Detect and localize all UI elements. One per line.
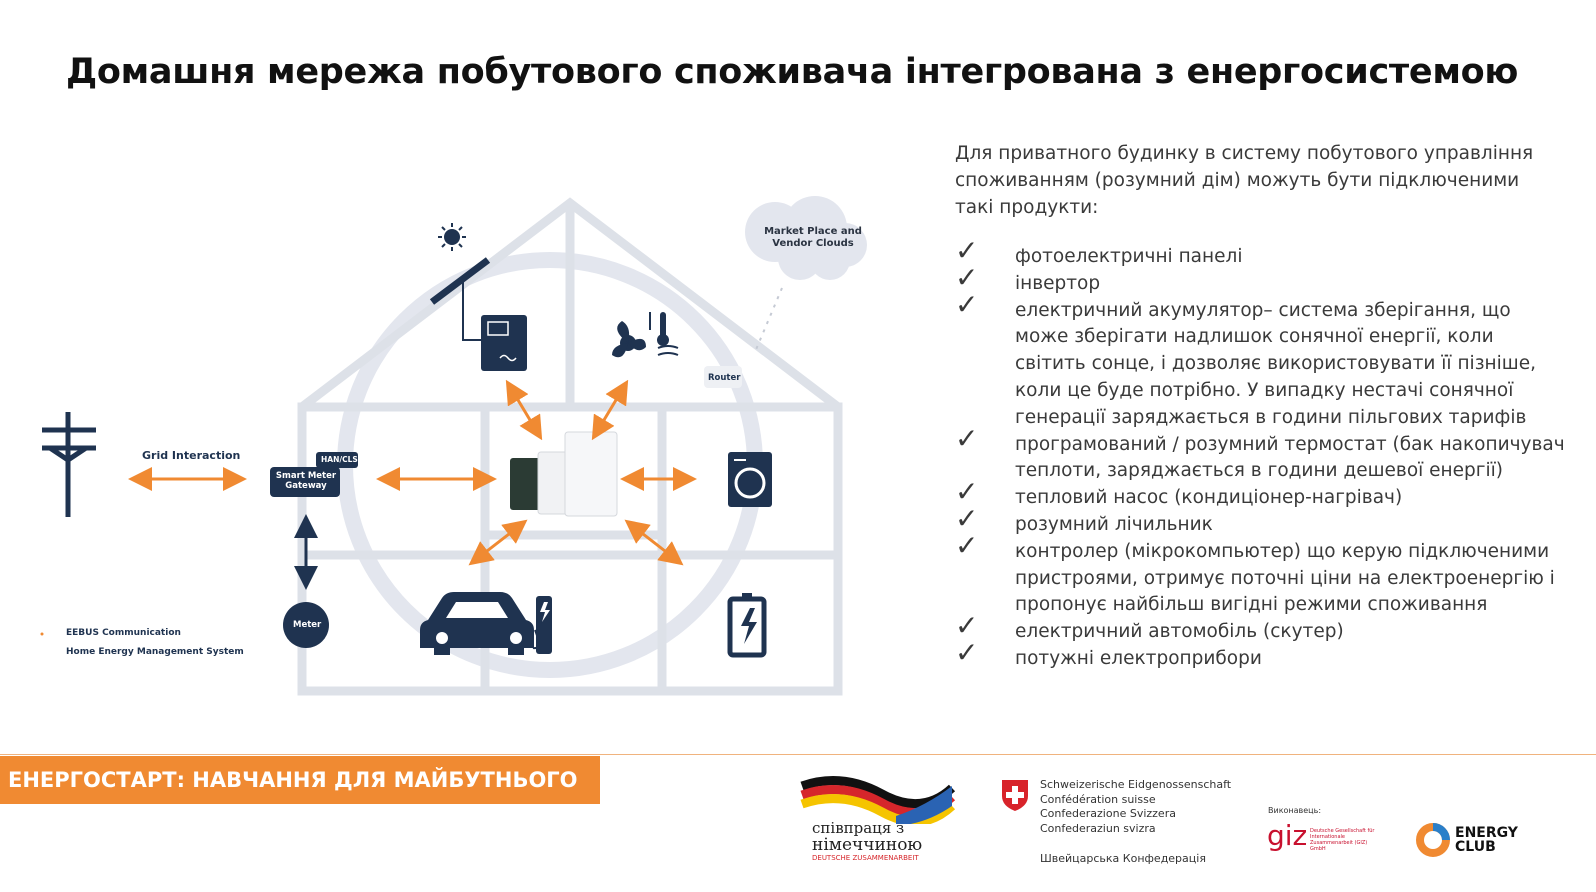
- swiss-line-4: Confederaziun svizra: [1040, 821, 1156, 835]
- cloud-link: [754, 287, 783, 353]
- list-item: ✓ електричний автомобіль (скутер): [955, 612, 1565, 646]
- slide-title: Домашня мережа побутового споживача інте…: [66, 52, 1519, 92]
- smart-meter-gateway-box: [270, 467, 340, 497]
- list-item: ✓ інвертор: [955, 263, 1565, 298]
- german-cooperation-text: співпраця з німеччиною DEUTSCHE ZUSAMMEN…: [812, 820, 922, 862]
- legend-dot: [40, 632, 44, 636]
- swiss-line-1: Schweizerische Eidgenossenschaft: [1040, 778, 1232, 791]
- swiss-line-2: Confédération suisse: [1040, 792, 1156, 806]
- giz-logo: giz: [1267, 819, 1308, 852]
- checkmark-icon: ✓: [955, 635, 979, 669]
- solar-cable: [462, 282, 482, 341]
- grid-interaction-label: Grid Interaction: [142, 449, 241, 462]
- fan-thermostat-icon: [612, 312, 679, 358]
- washing-machine-icon: [728, 452, 772, 507]
- han-cls-box: [316, 452, 358, 468]
- list-item: ✓ електричний акумулятор– система зберіга…: [955, 290, 1565, 432]
- giz-small-text: Deutsche Gesellschaft für Internationale…: [1310, 828, 1375, 852]
- list-item-text: потужні електроприбори: [1015, 647, 1262, 669]
- home-battery-icon: [510, 431, 618, 517]
- swiss-line-3: Confederazione Svizzera: [1040, 807, 1176, 820]
- list-item-text: тепловий насос (кондиціонер-нагрівач): [1015, 487, 1403, 509]
- checkmark-icon: ✓: [955, 287, 979, 321]
- router-label: Router: [708, 373, 741, 383]
- charger-icon: [532, 596, 552, 654]
- list-item: ✓ програмований / розумний термостат (бак…: [955, 424, 1565, 486]
- list-item-text: контролер (мікрокомпьютер) що керую підк…: [1015, 540, 1555, 616]
- router-box: [704, 366, 742, 388]
- coop-line-1: співпраця з: [812, 819, 905, 837]
- list-item-text: розумний лічильник: [1015, 513, 1213, 535]
- smart-meter-gateway-label: Smart Meter Gateway: [275, 471, 337, 491]
- energy-club-text: ENERGY CLUB: [1455, 826, 1518, 854]
- german-flag-wave-logo: [800, 776, 956, 824]
- swiss-line-5: Швейцарська Конфедерація: [1040, 852, 1206, 865]
- checkmark-icon: ✓: [955, 234, 979, 267]
- home-energy-diagram: Grid Interaction Smart Meter Gateway HAN…: [30, 190, 900, 710]
- power-pole-icon: [42, 412, 96, 517]
- list-item: ✓ фотоелектричні панелі: [955, 237, 1565, 271]
- battery-icon: [727, 593, 767, 658]
- inverter-icon: [481, 315, 527, 371]
- list-item: ✓розумний лічильник: [955, 505, 1565, 539]
- energy-club-line-2: CLUB: [1455, 839, 1496, 855]
- intro-text: Для приватного будинку в систему побутов…: [955, 143, 1534, 218]
- cloud-label: Market Place and Vendor Clouds: [764, 226, 862, 249]
- device-arrows: [468, 379, 697, 566]
- checkmark-icon: ✓: [955, 475, 979, 509]
- electric-car-icon: [420, 592, 534, 655]
- list-item-text: інвертор: [1015, 272, 1101, 294]
- checkmark-icon: ✓: [955, 421, 979, 455]
- sun-icon: [438, 223, 466, 251]
- program-banner: ЕНЕРГОСТАРТ: НАВЧАННЯ ДЛЯ МАЙБУТНЬОГО: [0, 756, 600, 804]
- swiss-confederation-text: Schweizerische Eidgenossenschaft Confédé…: [1040, 778, 1231, 867]
- energy-club-ring-icon: [1416, 823, 1450, 857]
- list-item-text: електричний акумулятор– система зберіган…: [1015, 299, 1536, 428]
- solar-panel-icon: [429, 257, 491, 305]
- list-item-text: електричний автомобіль (скутер): [1015, 621, 1344, 643]
- meter-label: Meter: [293, 620, 322, 630]
- list-item: ✓потужні електроприбори: [955, 639, 1565, 673]
- program-banner-text: ЕНЕРГОСТАРТ: НАВЧАННЯ ДЛЯ МАЙБУТНЬОГО: [8, 768, 578, 792]
- checkmark-icon: ✓: [955, 260, 979, 294]
- list-item: ✓ тепловий насос (кондиціонер-нагрівач): [955, 478, 1565, 512]
- list-item-text: програмований / розумний термостат (бак …: [1015, 433, 1565, 482]
- meter-icon: [283, 602, 329, 648]
- checkmark-icon: ✓: [955, 501, 979, 535]
- coop-line-2: німеччиною: [812, 835, 923, 855]
- checkmark-icon: ✓: [955, 609, 979, 643]
- legend-eebus: EEBUS Communication: [66, 628, 181, 638]
- swiss-shield-icon: [1002, 780, 1028, 811]
- checkmark-icon: ✓: [955, 528, 979, 562]
- cloud-icon: [745, 196, 867, 280]
- giz-label: Виконавець:: [1268, 806, 1322, 815]
- product-list: ✓ фотоелектричні панелі ✓ інвертор ✓ електр…: [955, 237, 1565, 673]
- legend-hems: Home Energy Management System: [66, 647, 244, 657]
- han-cls-label: HAN/CLS: [321, 455, 358, 464]
- energy-club-line-1: ENERGY: [1455, 825, 1518, 841]
- footer-divider: [0, 754, 1596, 755]
- list-item-text: фотоелектричні панелі: [1015, 246, 1243, 267]
- list-item: ✓ контролер (мікрокомпьютер) що керую під…: [955, 531, 1565, 619]
- coop-line-3: DEUTSCHE ZUSAMMENARBEIT: [812, 854, 919, 862]
- house-diagram-graphic: [40, 196, 867, 696]
